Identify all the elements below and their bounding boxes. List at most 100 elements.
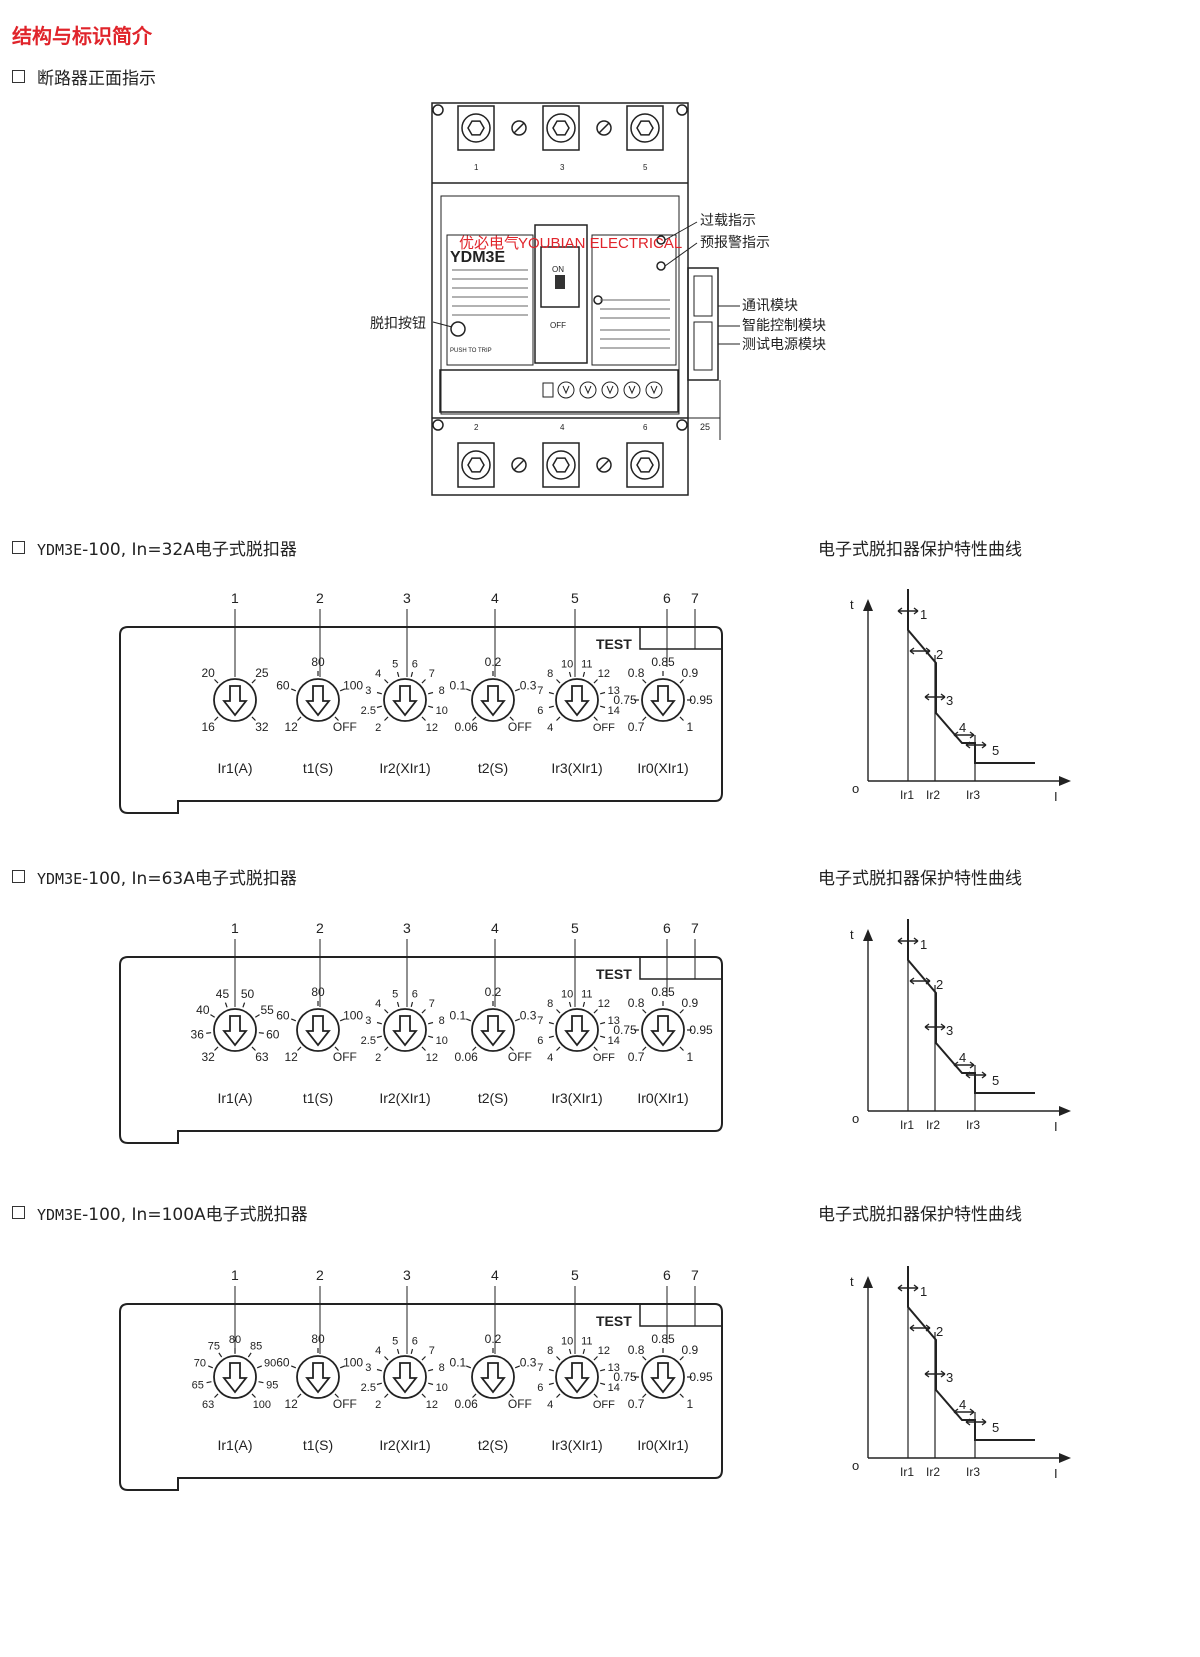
t-axis-label: t bbox=[850, 927, 854, 942]
dial-tick-label: 0.95 bbox=[689, 1023, 713, 1037]
corner-screw bbox=[676, 104, 688, 116]
page-title: 结构与标识简介 bbox=[12, 24, 152, 48]
dial-tick bbox=[384, 1046, 389, 1051]
rotary-dial[interactable]: 0.70.750.80.850.90.951 bbox=[613, 1332, 713, 1411]
callout-number: 1 bbox=[231, 920, 239, 936]
dial-tick bbox=[556, 1046, 561, 1051]
dial-tick bbox=[334, 1046, 339, 1051]
dial-label: Ir0(XIr1) bbox=[637, 760, 688, 776]
dial-tick bbox=[290, 1018, 297, 1022]
dial-label: t2(S) bbox=[478, 760, 508, 776]
dial-tick-label: 10 bbox=[561, 658, 573, 670]
dial-tick bbox=[339, 1365, 346, 1369]
dial-tick-label: 12 bbox=[598, 1345, 610, 1357]
ir1-label: Ir1 bbox=[900, 1465, 914, 1479]
rotary-dial[interactable]: 0.70.750.80.850.90.951 bbox=[613, 985, 713, 1064]
checkbox-icon bbox=[12, 870, 25, 883]
terminal-screw bbox=[630, 450, 660, 480]
dial-tick-label: OFF bbox=[333, 1050, 357, 1064]
dial-label: Ir3(XIr1) bbox=[551, 1090, 602, 1106]
mounting-screw bbox=[596, 457, 612, 473]
dial-tick bbox=[582, 1348, 586, 1354]
dial-label: Ir1(A) bbox=[218, 1437, 253, 1453]
dial-tick-label: 0.85 bbox=[651, 655, 675, 669]
dial-arrow-icon bbox=[564, 1015, 590, 1047]
dial-tick bbox=[593, 1009, 598, 1014]
dial-tick-label: 70 bbox=[194, 1357, 206, 1369]
panel-model: YDM3E bbox=[37, 870, 83, 888]
dial-arrow-icon bbox=[606, 385, 614, 395]
dial-tick-label: 90 bbox=[264, 1357, 276, 1369]
dial-tick-label: 4 bbox=[547, 1399, 553, 1411]
ir3-label: Ir3 bbox=[966, 1118, 980, 1132]
dial-arrow-icon bbox=[480, 1015, 506, 1047]
dial-tick-label: 0.9 bbox=[682, 996, 699, 1010]
corner-screw bbox=[676, 419, 688, 431]
dial-tick bbox=[428, 691, 434, 695]
dial-tick-label: 80 bbox=[229, 1334, 241, 1346]
dial-tick bbox=[593, 679, 598, 684]
dial-tick bbox=[247, 1352, 252, 1358]
callout-number: 7 bbox=[691, 920, 699, 936]
dial-tick bbox=[290, 688, 297, 692]
adjust-arrow-icon bbox=[924, 1370, 946, 1378]
curve-point-label: 1 bbox=[920, 607, 927, 622]
callout-number: 5 bbox=[571, 920, 579, 936]
dial-tick bbox=[297, 1393, 302, 1398]
dial-tick-label: 63 bbox=[202, 1399, 214, 1411]
dial-tick bbox=[472, 716, 477, 721]
dial-tick-label: 14 bbox=[608, 1035, 620, 1047]
dial-tick bbox=[421, 716, 426, 721]
panel-heading-text: -100, In=100A电子式脱扣器 bbox=[82, 1205, 308, 1225]
dial-tick-label: 0.06 bbox=[454, 720, 478, 734]
test-button[interactable] bbox=[542, 382, 554, 398]
dial-tick-label: 8 bbox=[439, 1362, 445, 1374]
callout-number: 5 bbox=[571, 1267, 579, 1283]
dial-tick bbox=[642, 1009, 647, 1014]
dial-tick-label: 4 bbox=[375, 998, 381, 1010]
dial-tick-label: OFF bbox=[593, 722, 615, 734]
dial-tick bbox=[428, 1035, 434, 1039]
dial-tick-label: OFF bbox=[508, 720, 532, 734]
dial-arrow-icon bbox=[650, 685, 676, 717]
terminal-label-5: 5 bbox=[643, 163, 648, 172]
dial-tick bbox=[548, 1035, 554, 1039]
dial-tick bbox=[258, 1032, 264, 1034]
dial-arrow-icon bbox=[480, 685, 506, 717]
adjust-arrow-icon bbox=[909, 977, 931, 985]
dial-tick-label: 100 bbox=[343, 1355, 363, 1369]
dial-tick-label: 0.85 bbox=[651, 1332, 675, 1346]
dial-tick bbox=[290, 1365, 297, 1369]
terminal-screw bbox=[461, 113, 491, 143]
callout-overload: 过载指示 bbox=[700, 212, 756, 228]
rotary-dial[interactable]: 0.70.750.80.850.90.951 bbox=[613, 655, 713, 734]
adjust-arrow-icon bbox=[924, 693, 946, 701]
checkbox-icon bbox=[12, 70, 25, 83]
callout-number: 3 bbox=[403, 590, 411, 606]
dial-tick-label: 0.2 bbox=[485, 655, 502, 669]
adjust-arrow-icon bbox=[953, 731, 975, 739]
dial-arrow-icon bbox=[628, 385, 636, 395]
dial-tick-label: 16 bbox=[201, 720, 215, 734]
dial-arrow-icon bbox=[650, 385, 658, 395]
callout-number: 7 bbox=[691, 1267, 699, 1283]
panel-frame bbox=[119, 956, 723, 1144]
